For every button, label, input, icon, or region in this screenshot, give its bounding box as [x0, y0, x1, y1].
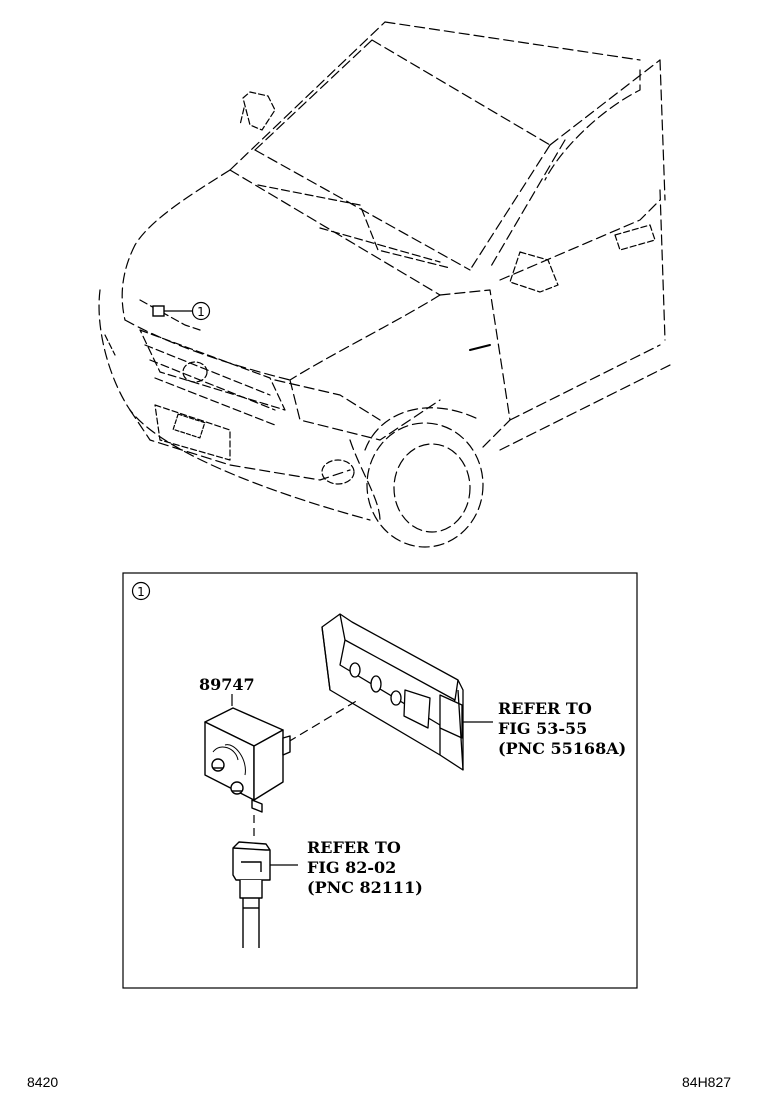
svg-text:1: 1 — [197, 305, 205, 319]
connector-ref-line1: REFER TO — [307, 838, 401, 857]
sensor-part-89747 — [204, 707, 291, 813]
svg-text:1: 1 — [137, 585, 145, 599]
connector-ref-line2: FIG 82-02 — [307, 858, 396, 877]
mounting-guide-line — [287, 699, 359, 743]
part-number-label: 89747 — [199, 675, 255, 694]
callout-marker-panel: 1 — [131, 581, 151, 601]
footer-left-code: 8420 — [27, 1074, 59, 1090]
vehicle-illustration — [98, 21, 671, 548]
sensor-location-marker — [152, 305, 192, 317]
detail-panel-frame — [122, 572, 638, 989]
callout-marker-top: 1 — [191, 301, 211, 321]
bracket-panel — [321, 613, 464, 771]
connector-ref-line3: (PNC 82111) — [307, 878, 423, 897]
bracket-ref-line2: FIG 53-55 — [498, 719, 587, 738]
footer-right-code: 84H827 — [682, 1074, 732, 1090]
bracket-ref-line3: (PNC 55168A) — [498, 739, 626, 758]
bracket-ref-line1: REFER TO — [498, 699, 592, 718]
wire-connector — [232, 841, 271, 948]
